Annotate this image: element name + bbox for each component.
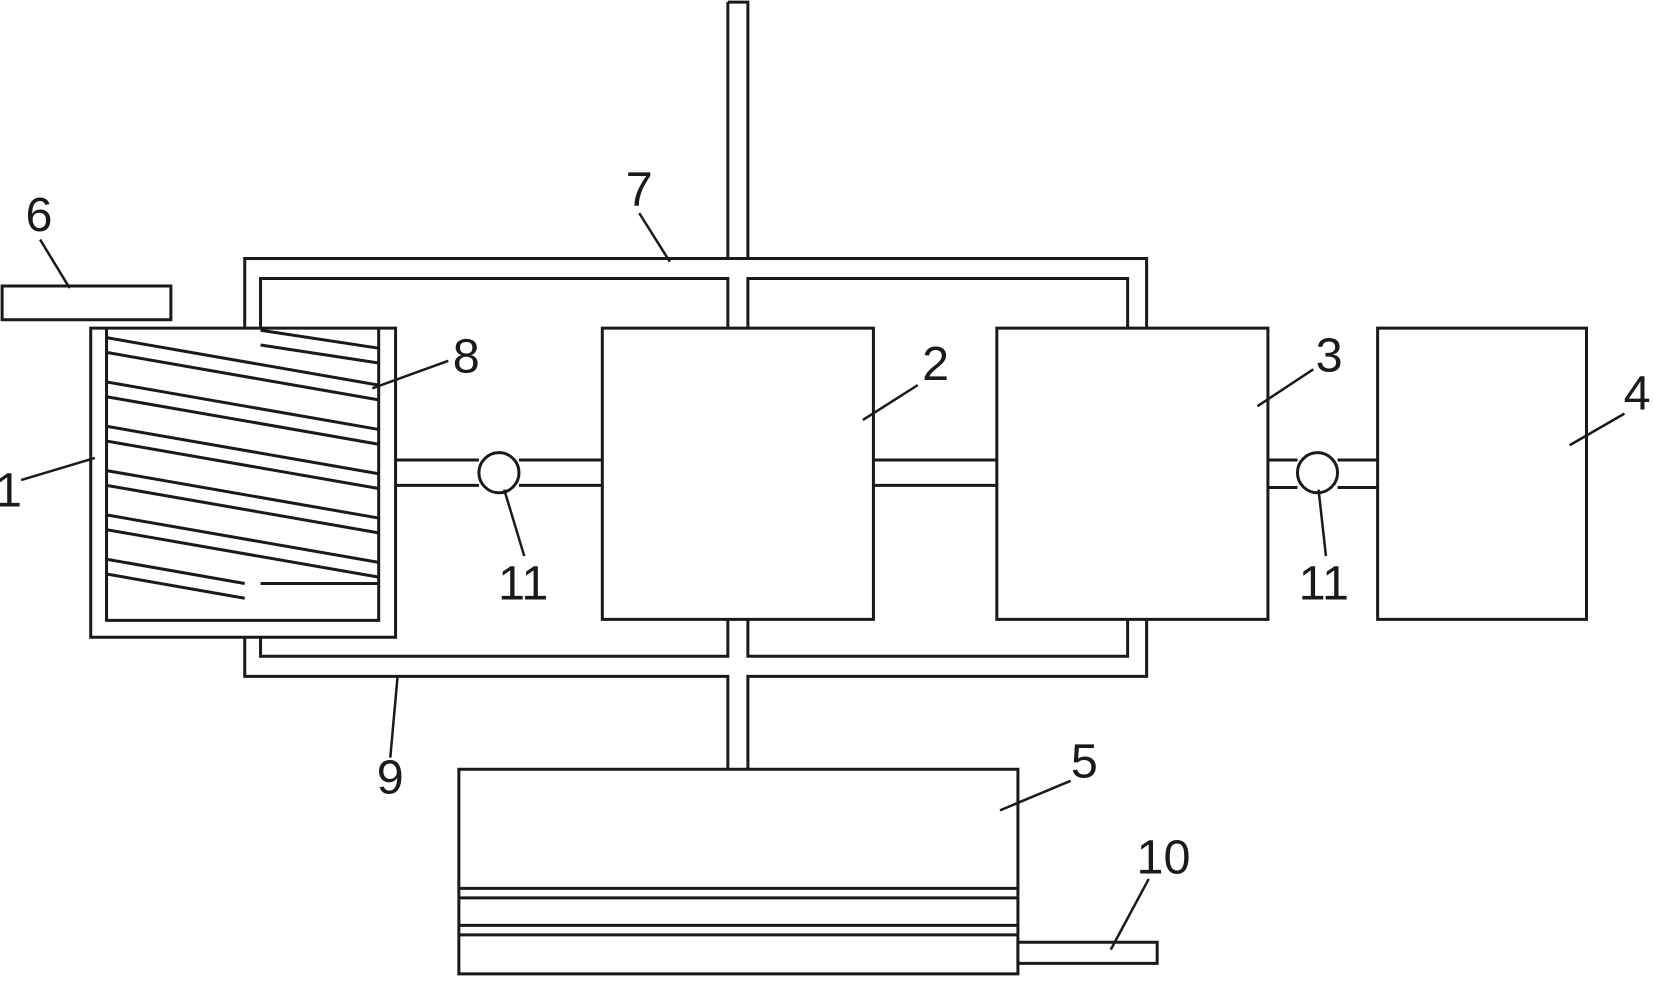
component-5 [459, 769, 1018, 974]
leader-11-left [504, 490, 524, 556]
label-9: 9 [377, 750, 404, 804]
leader-1 [21, 458, 95, 480]
leader-4 [1570, 414, 1625, 446]
leader-2 [863, 385, 918, 420]
leader-10 [1111, 879, 1149, 950]
pipe-1-to-2 [396, 460, 603, 485]
label-1: 1 [0, 463, 22, 517]
reference-labels: 1 2 3 4 5 6 7 8 9 10 11 11 [0, 163, 1651, 885]
label-3: 3 [1316, 328, 1343, 382]
leader-3 [1257, 369, 1313, 406]
component-6 [2, 286, 171, 320]
component-10-outlet [1018, 942, 1157, 963]
label-6: 6 [26, 188, 53, 242]
leader-6 [40, 240, 70, 289]
component-4 [1378, 328, 1587, 619]
leader-7 [639, 213, 670, 262]
label-11-right: 11 [1299, 556, 1349, 610]
label-10: 10 [1137, 831, 1191, 885]
label-11-left: 11 [498, 556, 548, 610]
pipe-2-to-3 [873, 460, 996, 485]
pipe-3-to-4 [1268, 460, 1378, 487]
leader-lines [21, 213, 1624, 949]
label-2: 2 [922, 337, 949, 391]
component-2 [602, 328, 873, 619]
label-4: 4 [1624, 366, 1651, 420]
component-3 [997, 328, 1268, 619]
leader-8 [372, 361, 448, 388]
valve-11-right [1297, 453, 1337, 493]
top-vertical-pipe [728, 2, 748, 258]
label-7: 7 [626, 163, 653, 217]
label-8: 8 [453, 329, 480, 383]
upper-manifold-pipe [245, 259, 1147, 346]
valve-11-left [479, 453, 519, 493]
leader-5 [1000, 781, 1071, 811]
component-8-coil [107, 330, 379, 598]
label-5: 5 [1071, 735, 1098, 789]
leader-9 [390, 675, 397, 757]
leader-11-right [1319, 490, 1326, 556]
